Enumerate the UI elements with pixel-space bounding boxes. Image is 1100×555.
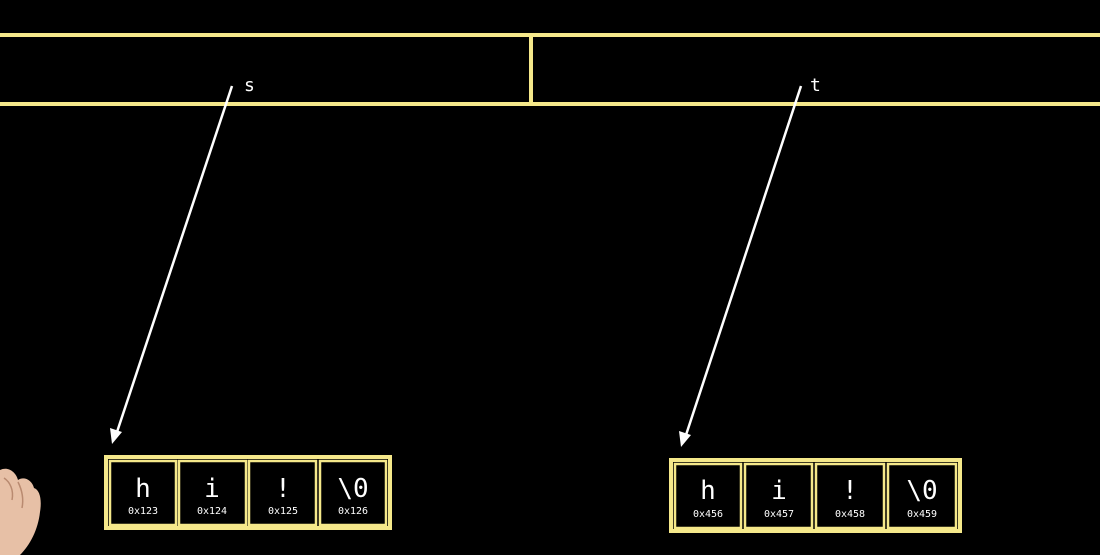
array-s-cell-0: h 0x123: [108, 459, 178, 527]
cell-box: [886, 462, 958, 530]
presenter-hand-image: [0, 468, 41, 555]
cell-address: 0x456: [693, 509, 723, 520]
cell-address: 0x123: [128, 506, 158, 517]
arrow-t-head: [679, 431, 691, 447]
cell-char: i: [771, 476, 787, 506]
string-array-t: h 0x456 i 0x457 ! 0x458 \0 0x459: [669, 458, 962, 533]
cell-address: 0x124: [197, 506, 227, 517]
array-t-cell-0: h 0x456: [673, 462, 743, 530]
var-label-t: t: [810, 75, 821, 96]
string-array-s: h 0x123 i 0x124 ! 0x125 \0 0x126: [104, 455, 392, 530]
cell-address: 0x457: [764, 509, 794, 520]
arrow-t: [679, 85, 803, 447]
cell-address: 0x125: [268, 506, 298, 517]
cell-address: 0x459: [907, 509, 937, 520]
cell-char: !: [842, 476, 858, 506]
var-label-s: s: [244, 75, 255, 96]
cell-address: 0x458: [835, 509, 865, 520]
array-s-cell-2: ! 0x125: [247, 459, 318, 527]
cell-box: [814, 462, 886, 530]
arrow-t-shaft: [684, 85, 803, 436]
cell-char: !: [275, 474, 291, 504]
cell-char: \0: [906, 476, 937, 506]
arrow-s: [110, 85, 234, 444]
array-t-cell-1: i 0x457: [743, 462, 814, 530]
cell-char: i: [204, 474, 220, 504]
cell-box: [743, 462, 814, 530]
pointer-rail: [0, 33, 1100, 106]
cell-box: [318, 459, 388, 527]
cell-box: [673, 462, 743, 530]
arrow-s-shaft: [115, 85, 234, 433]
array-s-cell-1: i 0x124: [177, 459, 248, 527]
cell-address: 0x126: [338, 506, 368, 517]
array-t-cell-3: \0 0x459: [886, 462, 958, 530]
array-t-cell-2: ! 0x458: [814, 462, 886, 530]
cell-box: [177, 459, 248, 527]
cell-box: [247, 459, 318, 527]
arrow-s-head: [110, 428, 122, 444]
array-s-cell-3: \0 0x126: [318, 459, 388, 527]
cell-box: [108, 459, 178, 527]
cell-char: h: [700, 476, 716, 506]
cell-char: \0: [337, 474, 368, 504]
cell-char: h: [135, 474, 151, 504]
